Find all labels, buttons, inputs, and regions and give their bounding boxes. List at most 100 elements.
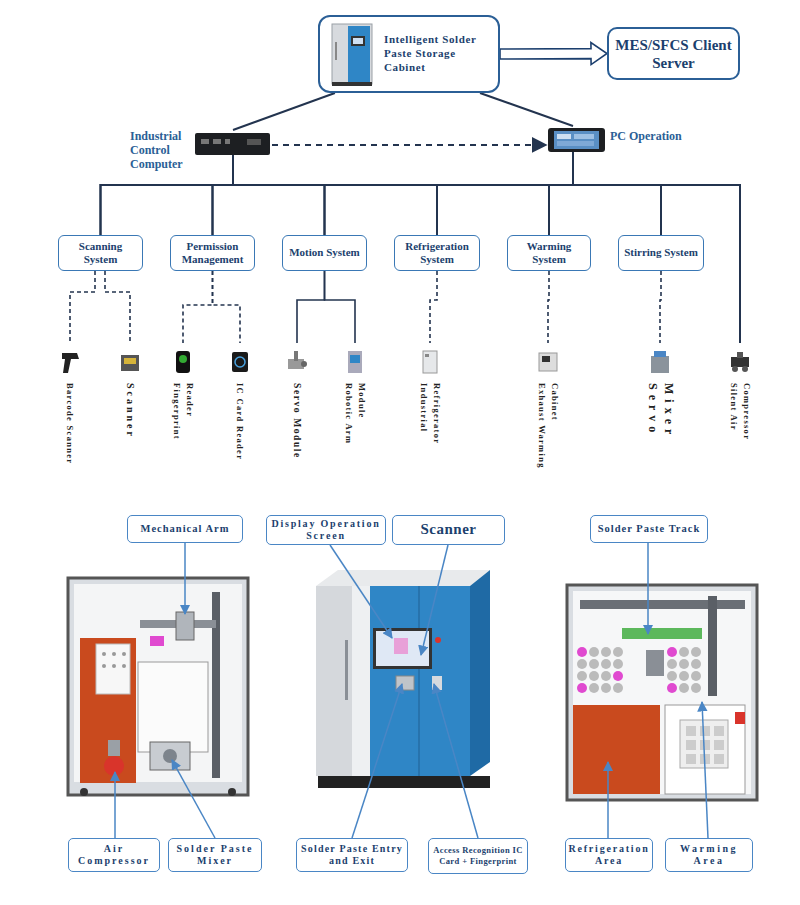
dashed-connector: [105, 271, 130, 343]
dashed-connector: [213, 271, 241, 343]
leader-line: [115, 543, 708, 838]
leader-line: [702, 702, 708, 838]
device-icon: [557, 141, 594, 146]
machine-interior-right: [700, 726, 710, 736]
connector-line: [233, 174, 325, 235]
node-label: Robotic Arm Module: [342, 383, 368, 475]
machine-interior-left: [138, 662, 208, 752]
cabinet-photo: [376, 631, 429, 666]
device-icon: [232, 155, 234, 174]
device-icon: [115, 347, 145, 377]
machine-interior-right: [577, 647, 587, 657]
device-icon: [645, 347, 675, 377]
node-label: PC Operation: [610, 130, 700, 144]
machine-interior-right: [714, 726, 724, 736]
device-icon: [539, 353, 557, 371]
node-label: Solder Paste Mixer: [172, 843, 258, 868]
connector-line: [325, 172, 574, 235]
device-icon: [353, 38, 363, 44]
machine-interior-right: [589, 671, 599, 681]
block-arrow: [500, 43, 607, 65]
callout-box: Solder Paste Track: [590, 515, 708, 543]
node-label: Solder Paste Track: [598, 522, 701, 536]
machine-interior-left: [122, 652, 126, 656]
device-icon: [332, 24, 372, 84]
device-icon: [225, 139, 230, 144]
component-node: Silent Air Compressor: [715, 343, 765, 483]
device-icon: [732, 366, 738, 372]
machine-interior-right: [589, 659, 599, 669]
node-label: Exhaust Warming Cabinet: [535, 383, 561, 475]
machine-interior-right: [686, 740, 696, 750]
machine-interior-left: [228, 788, 236, 796]
device-icon: [328, 22, 376, 88]
machine-interior-left: [108, 740, 120, 756]
device-node: PC Operation: [546, 126, 706, 172]
system-box: Intelligent Solder Paste Storage Cabinet: [318, 15, 500, 93]
machine-interior-right: [691, 683, 701, 693]
cabinet-photo: [432, 676, 442, 690]
machine-interior-right: [708, 596, 717, 696]
machine-interior-right: [679, 647, 689, 657]
node-label: MES/SFCS Client Server: [609, 36, 738, 72]
dashed-connector: [430, 271, 437, 343]
callout-box: Access Recognition IC Card + Fingerprint: [428, 838, 528, 874]
connector-line: [325, 271, 356, 343]
connector-line: [437, 172, 573, 235]
leader-line: [434, 684, 478, 838]
machine-interior-right: [691, 647, 701, 657]
leader-line: [647, 543, 649, 634]
component-node: Exhaust Warming Cabinet: [523, 343, 573, 483]
node-label: Servo Mixer: [644, 383, 675, 475]
node-label: Refrigeration Area: [568, 843, 649, 868]
device-icon: [195, 133, 270, 155]
leader-line: [352, 684, 402, 838]
machine-interior-right: [613, 683, 623, 693]
cabinet-photo: [394, 638, 408, 654]
node-label: Mechanical Arm: [141, 522, 230, 536]
machine-interior-left: [150, 742, 190, 770]
machine-interior-left: [112, 652, 116, 656]
node-label: IC Card Reader: [234, 383, 247, 475]
machine-interior-left: [102, 652, 106, 656]
cabinet-photo: [318, 776, 490, 788]
device-icon: [332, 82, 372, 86]
subsystem-box: Motion System: [282, 235, 367, 271]
machine-interior-right: [667, 647, 677, 657]
connector-line: [573, 172, 740, 343]
node-label: Industrial Refrigerator: [417, 383, 443, 475]
subsystem-box: Warming System: [507, 235, 591, 271]
connector-line: [480, 93, 573, 126]
connector-line: [233, 174, 437, 235]
node-label: Warming System: [508, 240, 590, 266]
component-node: Servo Mixer: [635, 343, 685, 483]
device-icon: [121, 355, 139, 371]
cabinet-photo: [316, 570, 490, 586]
machine-interior-left: [80, 638, 136, 783]
machine-interior-left: [212, 592, 220, 778]
subsystem-box: Scanning System: [58, 235, 143, 271]
machine-interior-right: [580, 600, 745, 609]
device-icon: [351, 36, 365, 46]
component-node: IC Card Reader: [215, 343, 265, 483]
leader-line: [184, 543, 186, 614]
node-label: Motion System: [287, 246, 362, 259]
callout-box: Refrigeration Area: [565, 838, 653, 872]
leader-line: [421, 545, 448, 655]
machine-interior-right: [714, 740, 724, 750]
node-label: Scanning System: [59, 240, 142, 266]
callout-box: Solder Paste Mixer: [168, 838, 262, 872]
callout-box: Air Compressor: [68, 838, 160, 872]
subsystem-box: Refrigeration System: [394, 235, 480, 271]
connector-line: [233, 93, 335, 130]
node-label: Warming Area: [669, 843, 749, 868]
machine-interior-right: [667, 671, 677, 681]
device-icon: [742, 366, 748, 372]
node-label: Display Operation Screen: [270, 518, 382, 542]
connector-line: [233, 174, 740, 343]
node-label: Barcode Scanner: [64, 383, 77, 475]
cabinet-photo: [345, 640, 348, 700]
device-icon: [195, 130, 272, 174]
device-icon: [348, 351, 362, 373]
